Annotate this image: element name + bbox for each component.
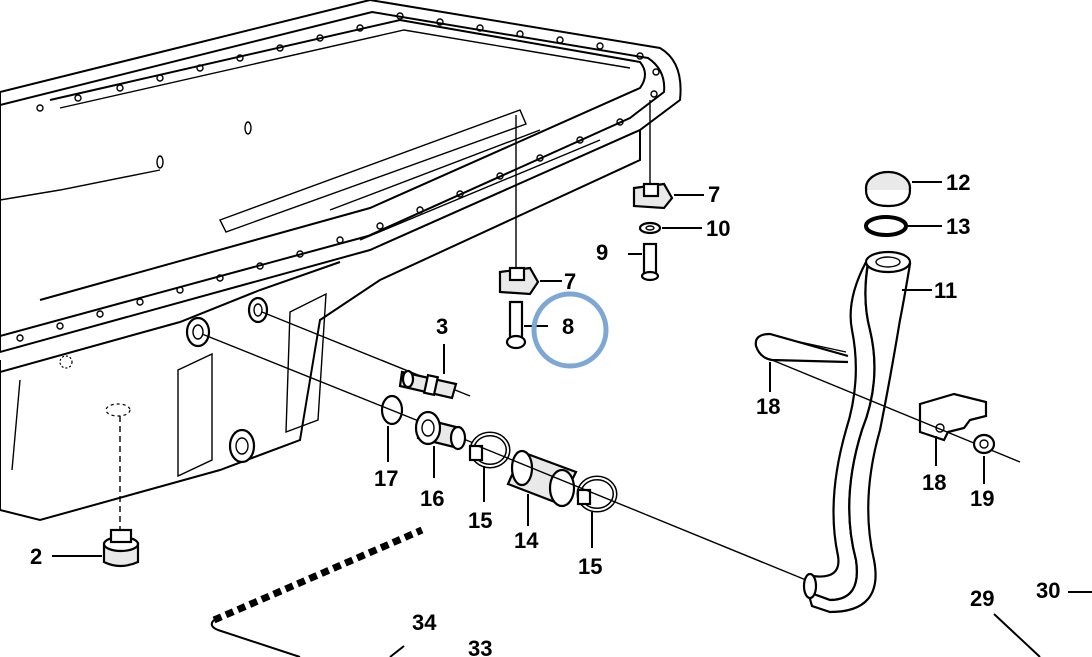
callout-12: 12 bbox=[946, 170, 970, 195]
callout-30: 30 bbox=[1036, 578, 1060, 603]
hose-clamp-right bbox=[576, 475, 618, 548]
callout-13: 13 bbox=[946, 214, 970, 239]
callout-labels: 2 3 7 7 8 9 10 11 12 13 14 15 15 16 17 1… bbox=[30, 170, 1060, 657]
callout-10: 10 bbox=[706, 216, 730, 241]
callout-16: 16 bbox=[420, 486, 444, 511]
callout-34: 34 bbox=[412, 610, 437, 635]
callout-33: 33 bbox=[468, 636, 492, 657]
callout-18-left: 18 bbox=[756, 394, 780, 419]
bolt-stack-center bbox=[498, 115, 562, 350]
bolt-stack-right bbox=[628, 100, 704, 282]
callout-17: 17 bbox=[374, 466, 398, 491]
hose-clamp-left bbox=[468, 431, 511, 502]
oil-seal bbox=[864, 215, 942, 237]
callout-15-right: 15 bbox=[578, 554, 602, 579]
callout-3: 3 bbox=[436, 314, 448, 339]
callout-15-left: 15 bbox=[468, 508, 492, 533]
callout-11: 11 bbox=[934, 278, 957, 303]
highlight-circle bbox=[531, 291, 609, 369]
callout-18-right: 18 bbox=[922, 470, 946, 495]
filler-cap bbox=[864, 170, 942, 208]
drain-plug bbox=[52, 416, 140, 568]
u-bolt bbox=[754, 332, 849, 392]
nut bbox=[972, 433, 996, 484]
dipstick-tube bbox=[802, 250, 932, 614]
callout-19: 19 bbox=[970, 486, 994, 511]
callout-8: 8 bbox=[562, 314, 574, 339]
callout-2: 2 bbox=[30, 544, 42, 569]
callout-14: 14 bbox=[514, 528, 539, 553]
callout-29: 29 bbox=[970, 586, 994, 611]
dipstick-gasket-strip bbox=[210, 526, 424, 657]
union-fitting bbox=[414, 410, 467, 478]
callout-9: 9 bbox=[596, 240, 608, 265]
oil-sensor bbox=[261, 311, 471, 400]
callout-7-upper: 7 bbox=[708, 182, 720, 207]
callout-7-lower: 7 bbox=[564, 269, 576, 294]
oil-pan bbox=[0, 0, 682, 522]
